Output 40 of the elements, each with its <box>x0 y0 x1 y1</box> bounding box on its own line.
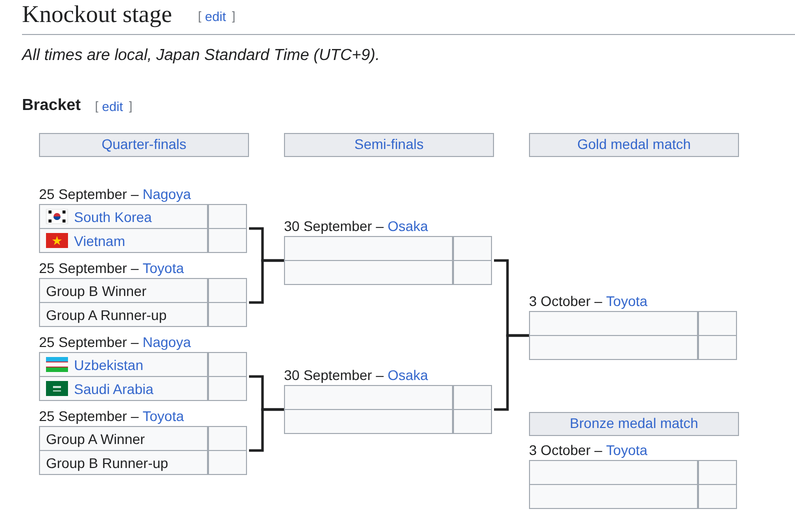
match-date: 30 September – <box>284 218 384 234</box>
match-date: 30 September – <box>284 367 384 383</box>
edit-link: edit <box>102 99 123 114</box>
venue-link: Toyota <box>142 408 184 424</box>
bracket-line <box>249 408 284 452</box>
venue-link: Toyota <box>606 293 648 309</box>
team-name: Uzbekistan <box>74 356 144 372</box>
venue-link: Nagoya <box>142 334 191 350</box>
venue-link: Toyota <box>606 442 648 458</box>
match-date: 3 October – <box>529 442 602 458</box>
team-name: Vietnam <box>74 232 126 248</box>
venue-link: Nagoya <box>142 186 191 202</box>
edit-bracket: ] <box>232 9 236 23</box>
edit-link: edit <box>205 9 226 24</box>
round-header: Bronze medal match <box>529 412 739 436</box>
edit-bracket: ] <box>129 99 132 113</box>
team-name: Group A Winner <box>46 430 145 446</box>
match-date: 25 September – <box>39 334 139 350</box>
match-date: 25 September – <box>39 186 139 202</box>
match-date: 25 September – <box>39 408 139 424</box>
time-zone-note: All times are local, Japan Standard Time (UTC+9). <box>22 47 380 65</box>
venue-link: Osaka <box>388 218 428 234</box>
match-date: 3 October – <box>529 293 602 309</box>
round-header: Gold medal match <box>529 133 739 157</box>
edit-bracket: [ <box>95 99 98 113</box>
team-name: Group A Runner-up <box>46 306 167 322</box>
team-name: South Korea <box>74 208 152 224</box>
bracket-line <box>249 259 284 304</box>
team-name: Saudi Arabia <box>74 380 154 396</box>
subsection-heading: Bracket <box>22 97 81 115</box>
venue-link: Osaka <box>388 367 428 383</box>
section-heading: Knockout stage <box>22 1 172 30</box>
match-date: 25 September – <box>39 260 139 276</box>
edit-bracket: [ <box>198 9 202 23</box>
bracket-line <box>494 334 529 411</box>
round-header: Quarter-finals <box>39 133 249 157</box>
venue-link: Toyota <box>142 260 184 276</box>
team-name: Group B Runner-up <box>46 454 168 470</box>
team-name: Group B Winner <box>46 282 146 298</box>
round-header: Semi-finals <box>284 133 494 157</box>
